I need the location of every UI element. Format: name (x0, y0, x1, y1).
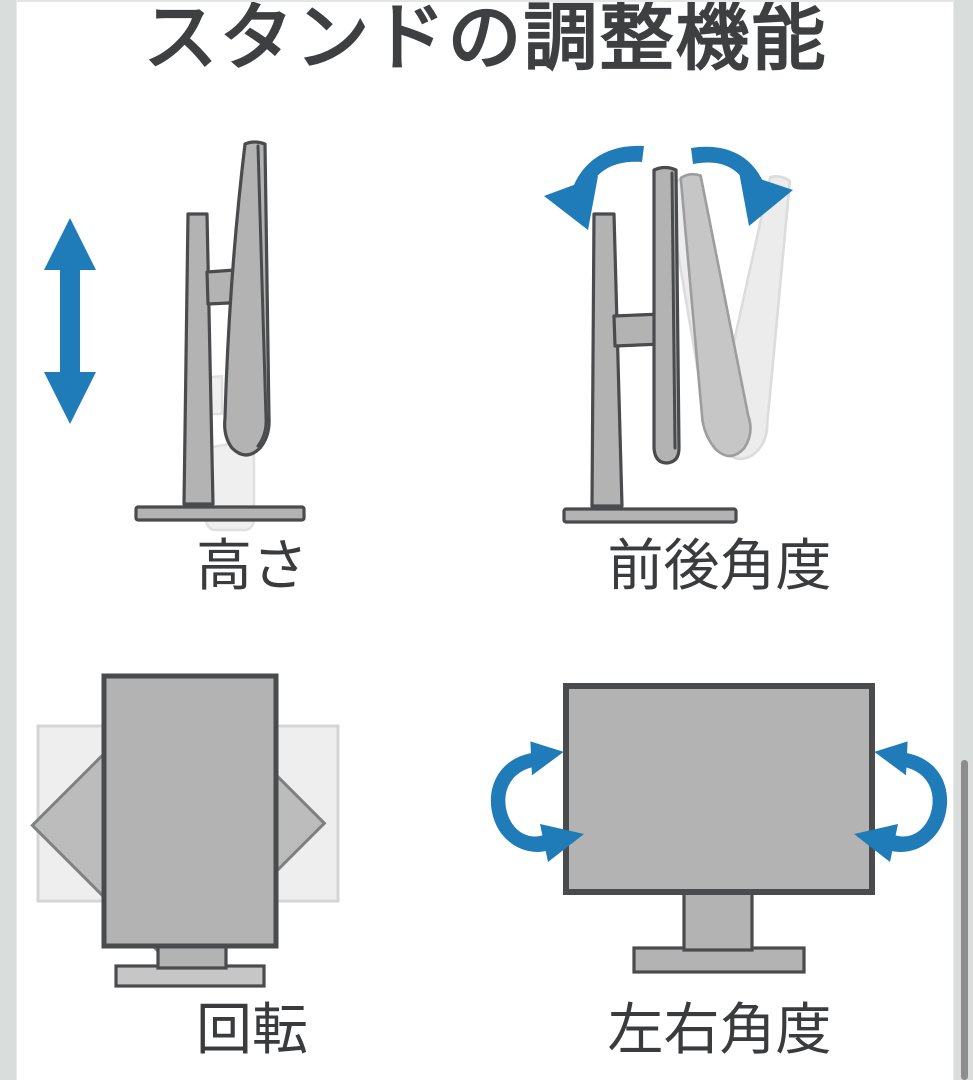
caption-swivel: 左右角度 (607, 998, 832, 1063)
figure-card-pivot: 回転 (18, 648, 486, 1080)
figure-card-tilt: 前後角度 (486, 118, 953, 648)
swivel-arrow-right-icon (854, 741, 948, 862)
monitor-side-view-height-icon (44, 140, 306, 532)
right-edge-band (953, 0, 973, 1080)
caption-height: 高さ (196, 534, 308, 599)
swivel-illustration (486, 648, 953, 1000)
monitor-front-view-swivel-icon (490, 683, 948, 974)
page-title: スタンドの調整機能 (143, 0, 828, 81)
vertical-double-arrow-icon (44, 218, 96, 424)
height-illustration (18, 118, 486, 538)
tilt-arrows-icon (544, 145, 793, 230)
monitor-side-view-tilt-icon (544, 145, 793, 524)
caption-tilt: 前後角度 (607, 534, 832, 599)
left-edge-band (0, 0, 17, 1080)
figure-card-height: 高さ (18, 118, 486, 648)
tilt-illustration (486, 118, 953, 538)
top-hairline (17, 0, 953, 2)
monitor-pivot-icon (30, 673, 340, 988)
content-area: スタンドの調整機能 (18, 0, 953, 1080)
figure-card-swivel: 左右角度 (486, 648, 953, 1080)
caption-pivot: 回転 (196, 998, 308, 1063)
vertical-scrollbar-thumb[interactable] (961, 760, 968, 1080)
pivot-illustration (18, 648, 486, 1000)
swivel-arrow-left-icon (490, 741, 584, 862)
